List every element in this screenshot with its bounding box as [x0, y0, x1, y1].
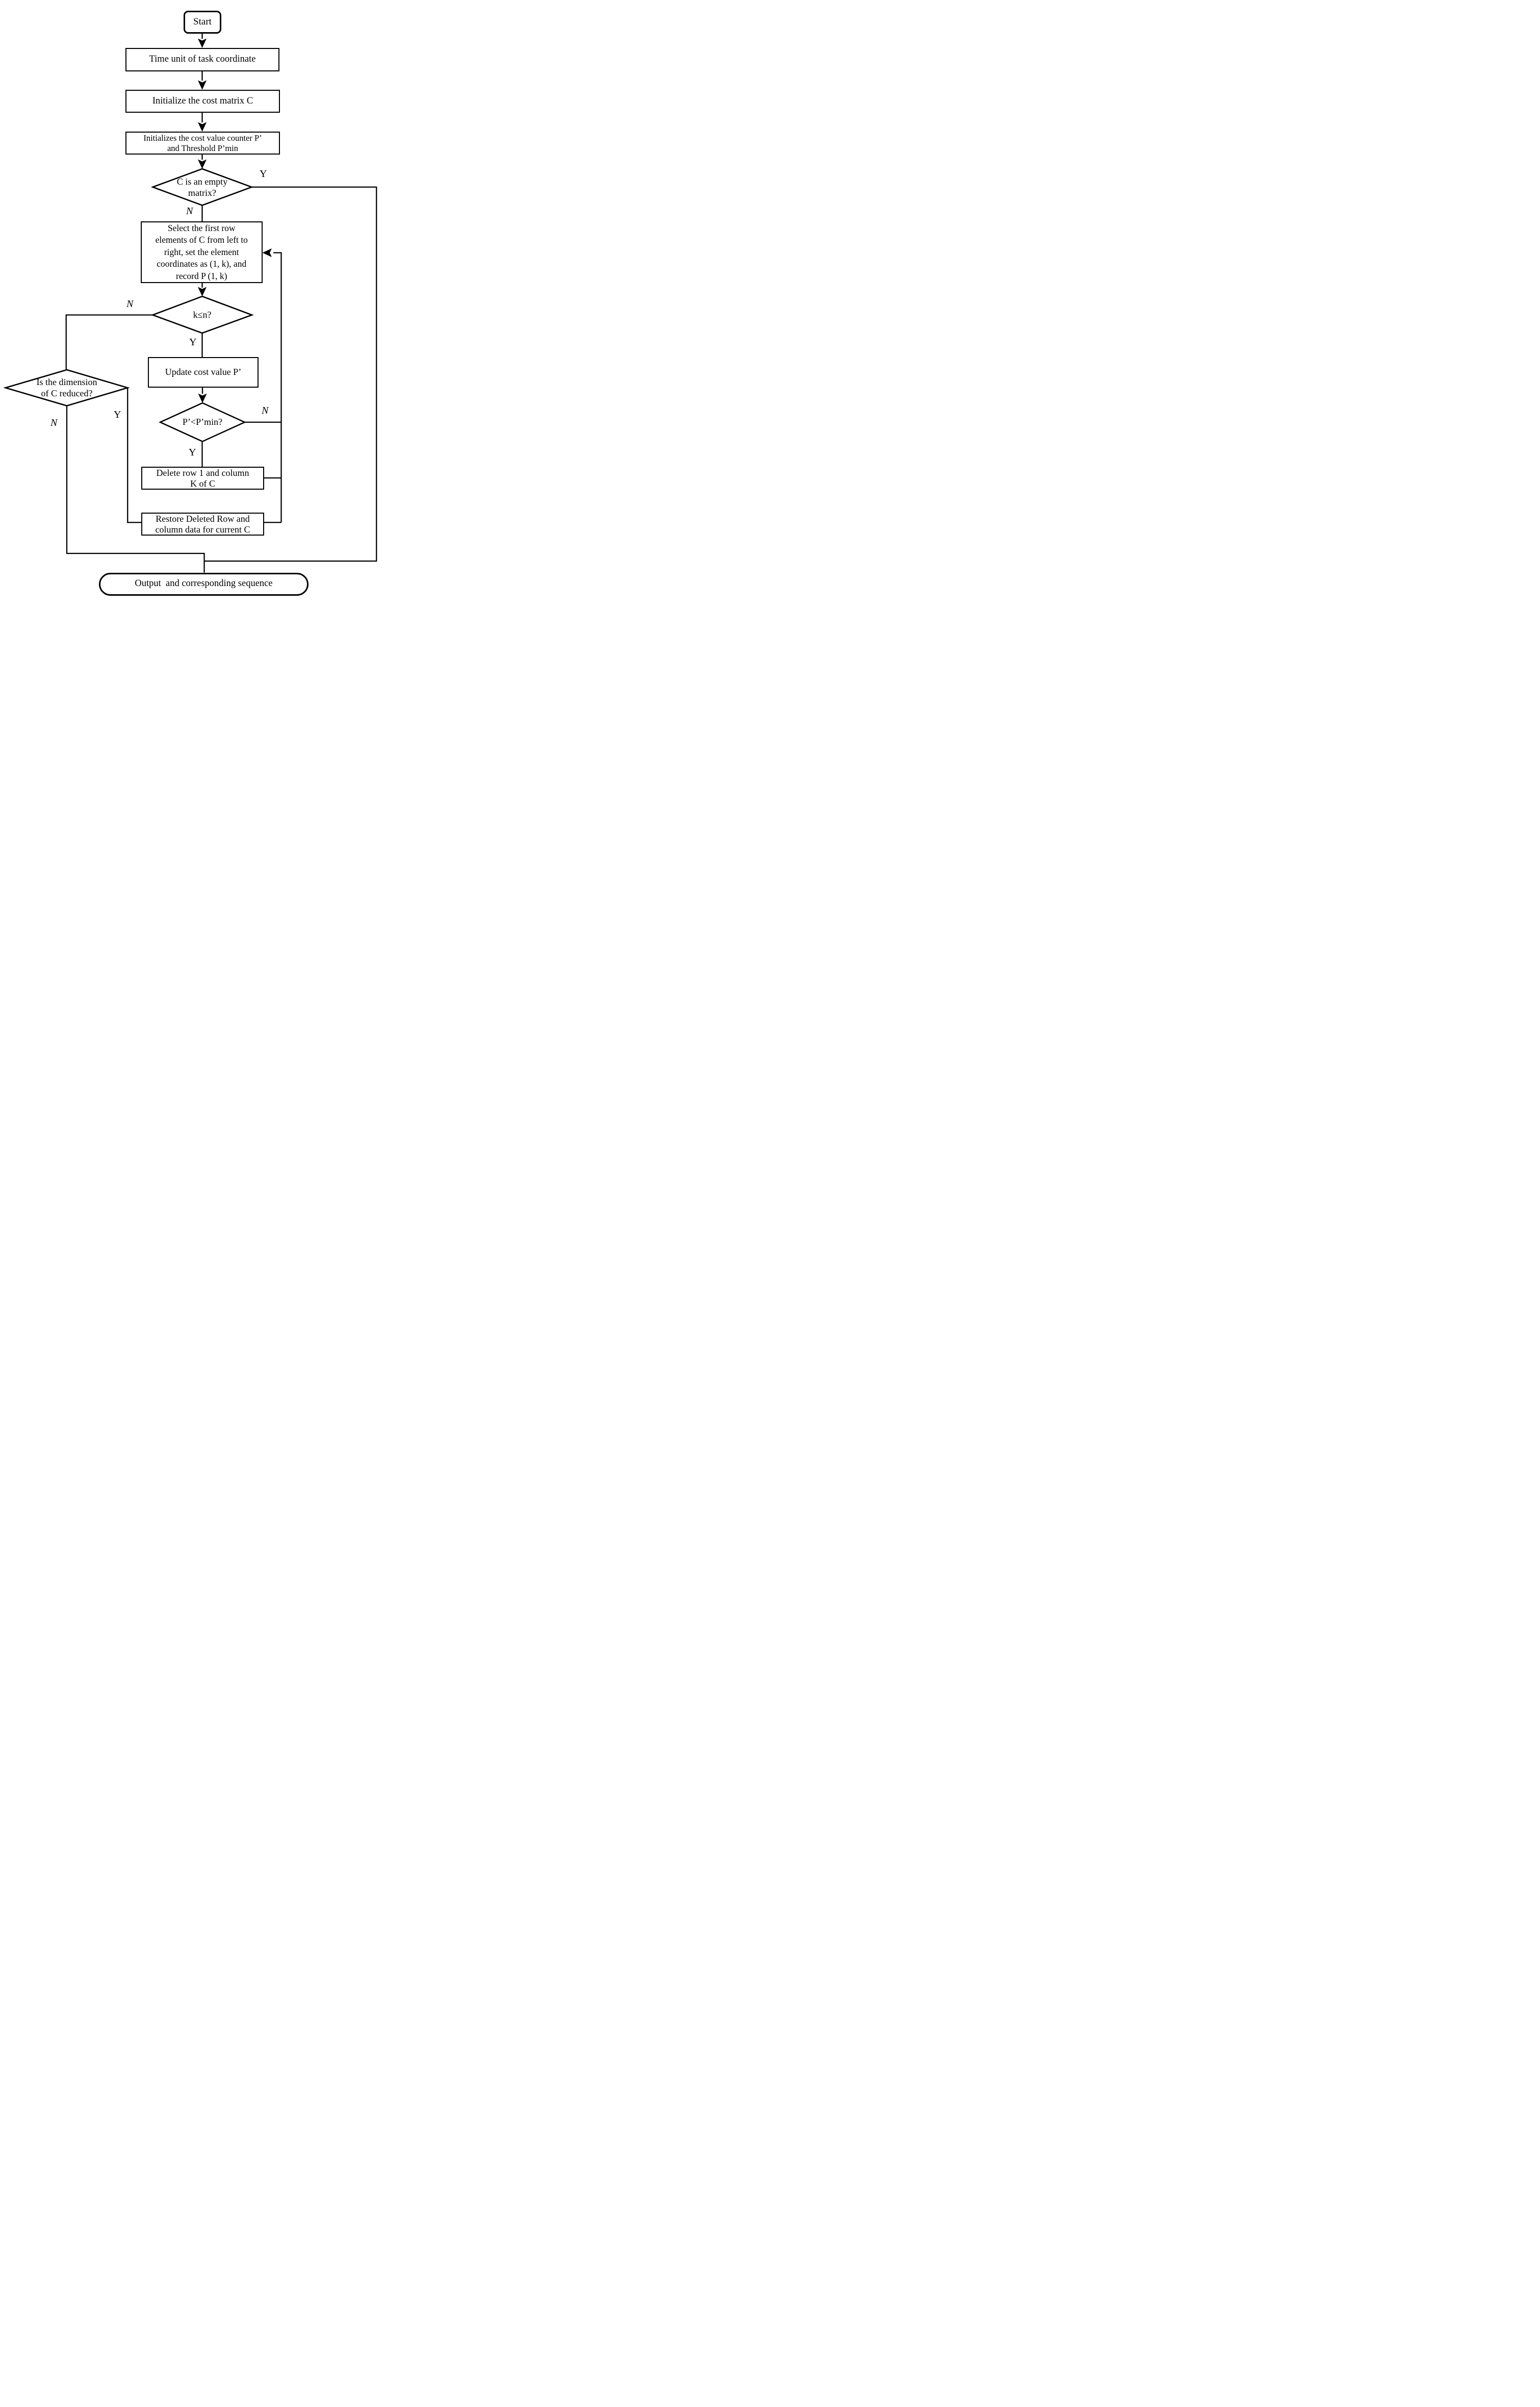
terminator-output-label: Output and corresponding sequence — [135, 578, 273, 589]
process-select-row-label: Select the first row elements of C from … — [155, 222, 248, 281]
decision-dim-reduced-text: Is the dimension of C reduced? — [36, 377, 97, 398]
process-select-row: Select the first row elements of C from … — [141, 221, 263, 283]
process-restore-row-label: Restore Deleted Row and column data for … — [155, 513, 250, 535]
arrowhead-into-empty-matrix — [198, 159, 207, 169]
process-restore-row: Restore Deleted Row and column data for … — [141, 513, 264, 536]
process-init-counter-label: Initializes the cost value counter P’ an… — [143, 133, 262, 153]
arrowhead-into-init-counter — [198, 122, 207, 132]
edge-label-p-lt-pmin-yes: Y — [189, 447, 196, 458]
decision-k-le-n-text: k≤n? — [193, 310, 212, 320]
process-delete-row: Delete row 1 and column K of C — [141, 467, 264, 490]
arrowhead-into-init-matrix — [198, 80, 207, 90]
terminator-start-label: Start — [193, 16, 212, 28]
process-init-matrix: Initialize the cost matrix C — [125, 90, 280, 113]
edge-dim-reduced-yes — [127, 388, 142, 523]
process-update-cost-label: Update cost value P’ — [165, 367, 242, 377]
decision-empty-matrix-text: C is an empty matrix? — [176, 176, 228, 198]
arrowhead-into-select-row — [262, 248, 272, 257]
terminator-start: Start — [184, 11, 221, 34]
edge-label-k-le-n-yes: Y — [189, 337, 197, 348]
edge-label-p-lt-pmin-no: N — [262, 405, 269, 416]
process-update-cost: Update cost value P’ — [148, 357, 259, 388]
process-init-matrix-label: Initialize the cost matrix C — [152, 95, 253, 106]
edge-label-empty-matrix-yes: Y — [260, 168, 267, 180]
process-time-unit-label: Time unit of task coordinate — [149, 54, 256, 65]
process-init-counter: Initializes the cost value counter P’ an… — [125, 132, 280, 155]
process-delete-row-label: Delete row 1 and column K of C — [156, 467, 249, 489]
edge-loop-rail-to-select-row — [273, 252, 282, 523]
edge-dim-reduced-no-to-output — [66, 406, 205, 573]
decision-dim-reduced-shape — [3, 369, 130, 407]
edge-empty-matrix-yes — [204, 186, 377, 562]
decision-p-lt-pmin-shape — [159, 402, 246, 442]
decision-p-lt-pmin-text: P’<P’min? — [182, 417, 223, 427]
terminator-output: Output and corresponding sequence — [99, 572, 309, 596]
edge-label-dim-reduced-yes: Y — [114, 409, 121, 420]
process-time-unit: Time unit of task coordinate — [125, 48, 279, 71]
arrowhead-into-p-lt-pmin — [198, 393, 207, 403]
arrowhead-into-time-unit — [198, 38, 207, 48]
edge-label-dim-reduced-no: N — [50, 417, 58, 428]
flowchart-shape-layer — [3, 33, 377, 573]
decision-empty-matrix-shape — [150, 168, 254, 206]
edge-label-empty-matrix-no: N — [186, 206, 193, 217]
flowchart-canvas: Start Time unit of task coordinate Initi… — [0, 0, 385, 602]
edge-label-k-le-n-no: N — [126, 298, 134, 310]
arrowhead-into-k-le-n — [198, 287, 207, 296]
decision-k-le-n-shape — [150, 295, 254, 334]
edge-k-le-n-no — [65, 314, 153, 370]
